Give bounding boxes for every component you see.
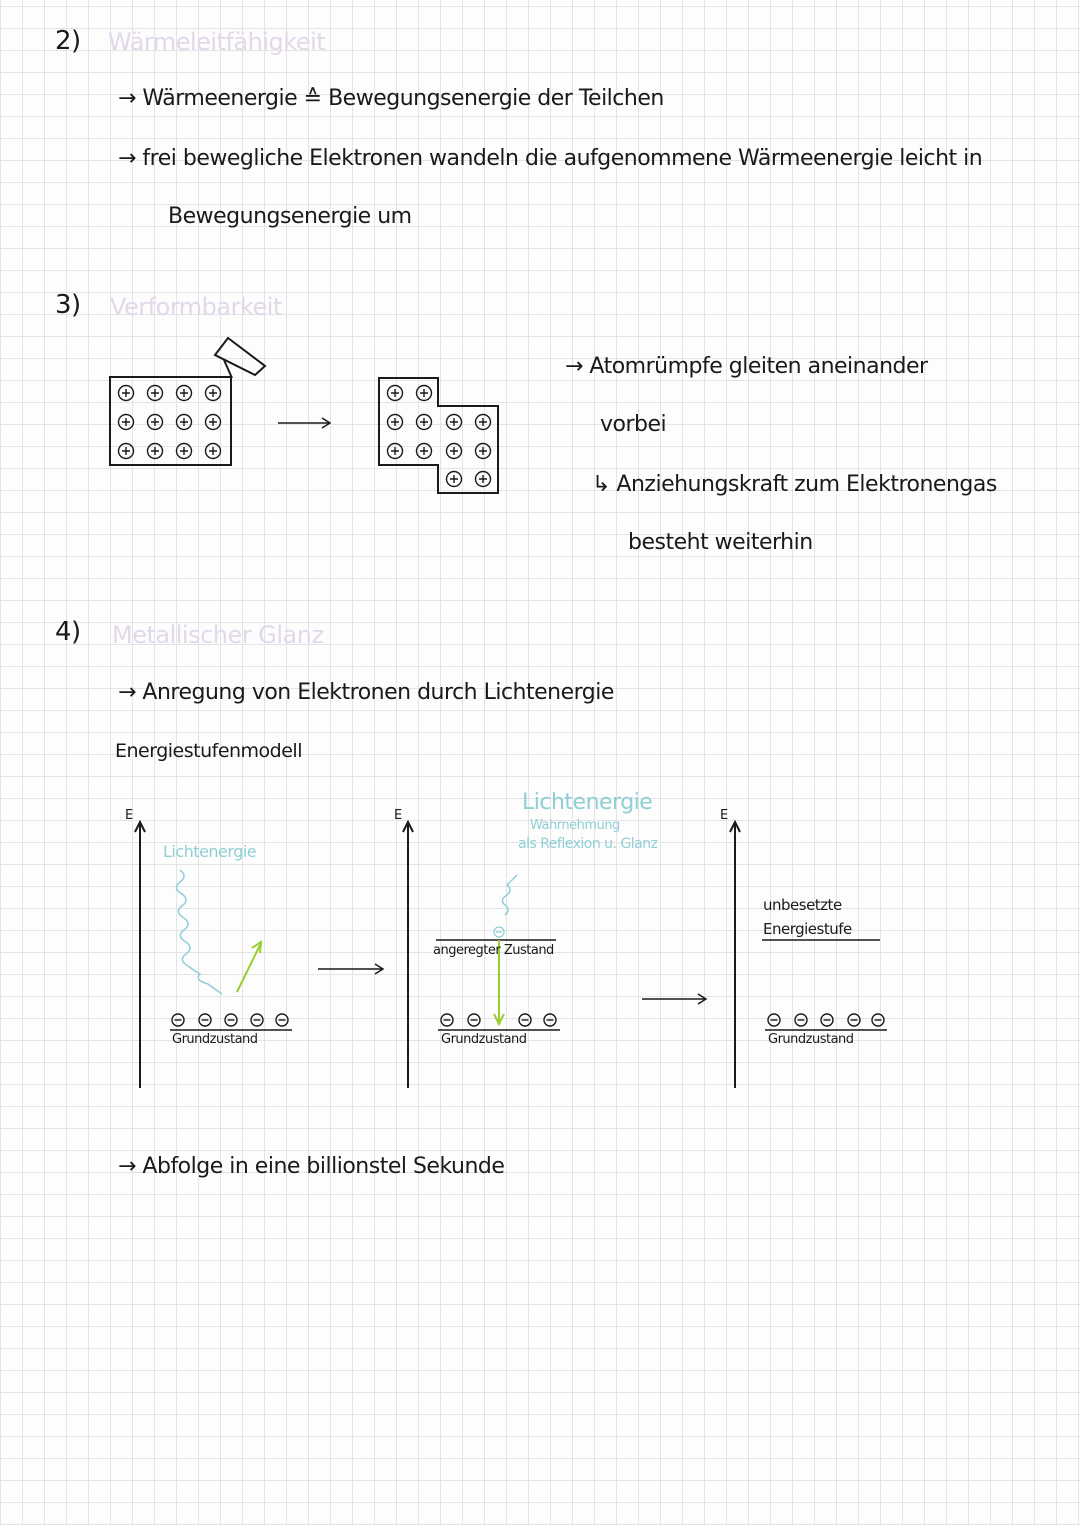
electron <box>275 1013 289 1027</box>
electron <box>871 1013 885 1027</box>
perception-label: Wahrnehmung <box>530 818 620 833</box>
axis-label-e: E <box>394 808 402 823</box>
lattice-after <box>378 377 499 494</box>
heading-verformbarkeit: Verformbarkeit <box>110 293 282 321</box>
electron <box>171 1013 185 1027</box>
excited-state-label: angeregter Zustand <box>433 943 554 958</box>
light-energy-label: Lichtenergie <box>522 790 653 815</box>
note-line: → Atomrümpfe gleiten aneinander <box>565 354 928 379</box>
excitation-arrow <box>236 944 261 993</box>
section-number-3: 3) <box>55 290 81 320</box>
positive-ion <box>146 384 164 402</box>
axis-label-e: E <box>125 808 133 823</box>
positive-ion <box>117 442 135 460</box>
positive-ion <box>386 442 404 460</box>
electron <box>767 1013 781 1027</box>
note-line: → Abfolge in eine billionstel Sekunde <box>118 1154 505 1179</box>
unoccupied-label: unbesetzte <box>763 896 842 914</box>
electrons-ground-state <box>171 1013 885 1027</box>
lattice-before <box>109 376 232 466</box>
electron <box>198 1013 212 1027</box>
ground-state-label: Grundzustand <box>172 1032 258 1047</box>
positive-ion <box>445 470 463 488</box>
section-number-4: 4) <box>55 617 81 647</box>
ion-grid-before <box>117 384 222 460</box>
positive-ion <box>146 442 164 460</box>
note-line: Bewegungsenergie um <box>168 204 412 229</box>
note-line: → Anregung von Elektronen durch Lichtene… <box>118 680 614 705</box>
electron <box>543 1013 557 1027</box>
positive-ion <box>386 384 404 402</box>
note-line: besteht weiterhin <box>628 530 813 555</box>
model-title: Energiestufenmodell <box>115 740 303 762</box>
light-wave <box>175 869 223 995</box>
positive-ion <box>474 470 492 488</box>
positive-ion <box>445 442 463 460</box>
positive-ion <box>474 413 492 431</box>
light-energy-label: Lichtenergie <box>163 842 257 861</box>
ground-state-label: Grundzustand <box>441 1032 527 1047</box>
ground-state-label: Grundzustand <box>768 1032 854 1047</box>
note-line: ↳ Anziehungskraft zum Elektronengas <box>592 472 997 497</box>
electron <box>250 1013 264 1027</box>
positive-ion <box>386 413 404 431</box>
positive-ion <box>117 413 135 431</box>
ion-grid-after <box>386 384 492 488</box>
positive-ion <box>204 442 222 460</box>
heading-metallischer-glanz: Metallischer Glanz <box>112 621 324 649</box>
positive-ion <box>415 384 433 402</box>
positive-ion <box>204 384 222 402</box>
unoccupied-label: Energiestufe <box>763 920 852 938</box>
electron <box>794 1013 808 1027</box>
positive-ion <box>415 442 433 460</box>
positive-ion <box>415 413 433 431</box>
electron <box>224 1013 238 1027</box>
positive-ion <box>175 413 193 431</box>
note-line: → Wärmeenergie ≙ Bewegungsenergie der Te… <box>118 86 664 111</box>
emitted-light-wave <box>501 874 518 916</box>
electron <box>518 1013 532 1027</box>
axis-label-e: E <box>720 808 728 823</box>
note-line: vorbei <box>600 412 667 437</box>
positive-ion <box>175 442 193 460</box>
section-number-2: 2) <box>55 26 81 56</box>
hammer-icon <box>213 336 267 379</box>
positive-ion <box>146 413 164 431</box>
heading-waermeleitfaehigkeit: Wärmeleitfähigkeit <box>108 28 326 56</box>
positive-ion <box>445 413 463 431</box>
note-line: → frei bewegliche Elektronen wandeln die… <box>118 146 983 171</box>
positive-ion <box>204 413 222 431</box>
electron-excited <box>493 926 505 938</box>
electron <box>820 1013 834 1027</box>
electron <box>440 1013 454 1027</box>
positive-ion <box>175 384 193 402</box>
perception-label: als Reflexion u. Glanz <box>518 836 658 852</box>
electron <box>467 1013 481 1027</box>
electron <box>847 1013 861 1027</box>
positive-ion <box>474 442 492 460</box>
positive-ion <box>117 384 135 402</box>
